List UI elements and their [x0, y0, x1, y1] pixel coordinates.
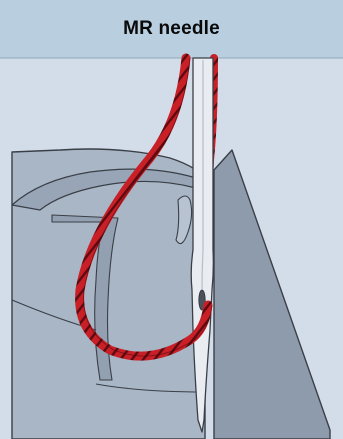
diagram-title: MR needle	[123, 18, 220, 40]
header-bar: MR needle	[0, 0, 343, 58]
